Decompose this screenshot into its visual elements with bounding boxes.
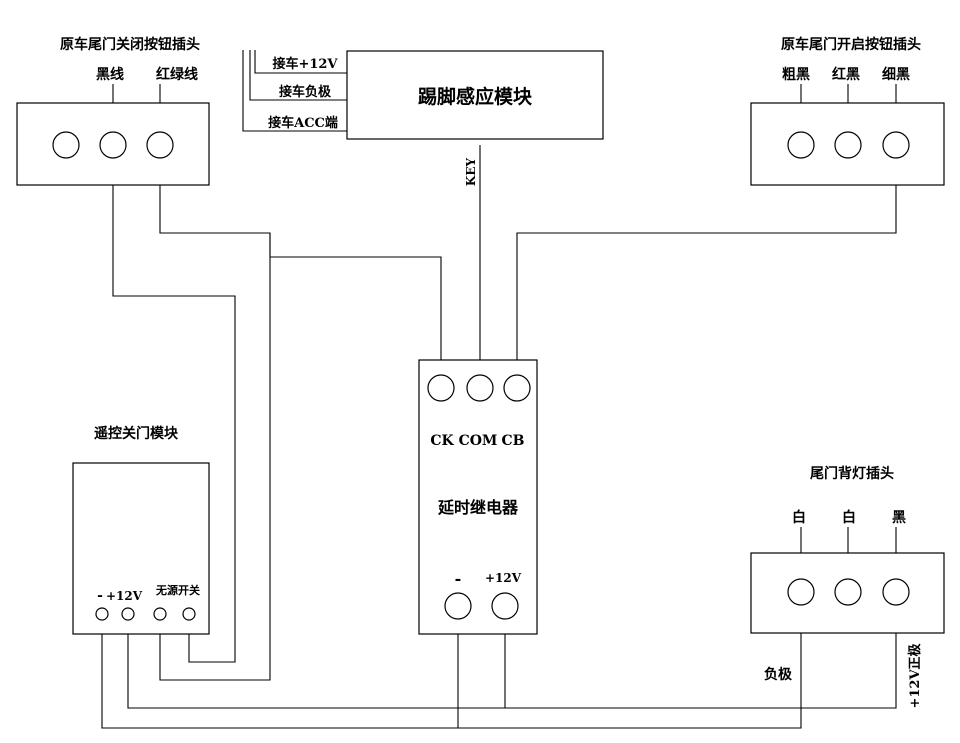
wire-12v-bus [127,595,897,709]
remote-pin-plus [121,607,135,621]
remote-pin-switch-1 [153,607,167,621]
right-plug-title: 原车尾门开启按钮插头 [781,36,921,53]
left-plug-pin-label-black: 黑线 [96,66,124,83]
tail-light-pin-1 [787,578,815,606]
relay-body [418,359,538,635]
remote-pin-minus [95,607,109,621]
relay-com-label: COM [459,433,498,449]
kick-module-body [346,50,604,140]
kick-module: 踢脚感应模块 接车+12V 接车负极 接车ACC端 KEY [268,50,604,187]
remote-plus-label: +12V [106,589,143,603]
kick-input-acc-label: 接车ACC端 [268,115,338,131]
relay-ck-label: CK [430,433,454,449]
relay-plus-label: +12V [485,571,522,585]
relay-title: 延时继电器 [437,498,519,517]
right-plug-pin-label-1: 粗黑 [782,66,810,83]
right-plug: 原车尾门开启按钮插头 粗黑 红黑 细黑 [750,36,945,186]
tail-light-pin-3 [882,578,910,606]
tail-light-neg-label: 负极 [764,666,793,683]
relay-pin-minus [444,592,472,620]
remote-module-title: 遥控关门模块 [94,425,179,442]
kick-input-neg-label: 接车负极 [279,84,332,100]
wire-input-neg [249,50,347,101]
wire-redgreen-close [159,145,271,681]
left-plug-pin-label-redgreen: 红绿线 [156,66,198,83]
left-plug-pin-3 [146,131,174,159]
left-plug-pin-1 [52,131,80,159]
remote-minus-label: - [97,588,103,604]
right-plug-pin-2 [834,131,862,159]
relay: CK COM CB 延时继电器 - +12V [418,359,538,635]
wire-to-ck [269,233,442,388]
wire-black-close [112,145,236,663]
wires [101,50,897,729]
relay-minus-label: - [455,569,462,588]
wire-ground-bus [101,595,802,729]
left-plug-title: 原车尾门关闭按钮插头 [60,36,200,53]
right-plug-pin-label-3: 细黑 [882,66,910,83]
remote-module: 遥控关门模块 - +12V 无源开关 [72,425,210,635]
tail-light-title: 尾门背灯插头 [810,465,894,482]
relay-pin-cb [503,374,531,402]
kick-input-12v-label: 接车+12V [272,56,338,72]
left-plug-pin-2 [99,131,127,159]
relay-pin-ck [427,374,455,402]
tail-light-pin-label-2: 白 [842,509,856,526]
remote-pin-switch-2 [182,607,196,621]
relay-cb-label: CB [502,433,525,449]
right-plug-pin-1 [787,131,815,159]
tail-light-pin-label-3: 黑 [892,510,906,526]
right-plug-pin-3 [882,131,910,159]
relay-pin-plus [491,592,519,620]
tail-light-pos-label: +12V正极 [907,642,923,708]
kick-key-label: KEY [464,158,478,187]
remote-switch-label: 无源开关 [155,583,200,597]
tail-light-pin-label-1: 白 [792,509,806,526]
left-plug: 原车尾门关闭按钮插头 黑线 红绿线 [16,36,210,186]
wire-thinblack-cb [516,145,897,388]
wire-input-acc [242,50,347,132]
wire-input-12v [254,50,347,74]
right-plug-pin-label-2: 红黑 [832,66,860,83]
kick-module-title: 踢脚感应模块 [418,85,533,108]
tail-light-pin-2 [834,578,862,606]
tail-light-plug: 尾门背灯插头 白 白 黑 负极 +12V正极 [750,465,945,709]
remote-module-body [72,462,210,635]
relay-pin-com [466,374,494,402]
